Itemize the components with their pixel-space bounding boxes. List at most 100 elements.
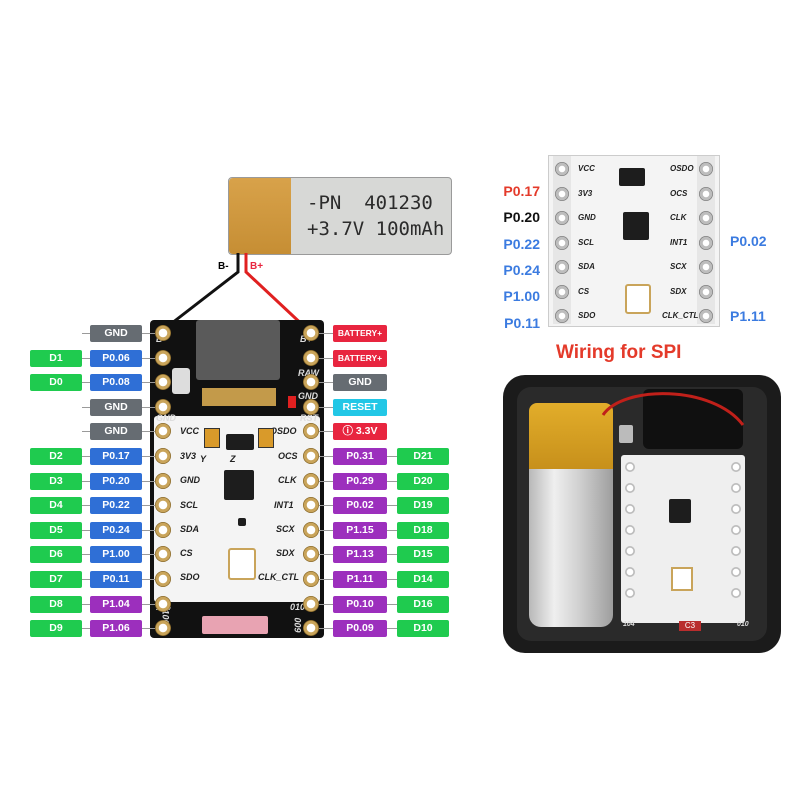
pin-label-port: GND <box>90 325 142 342</box>
board-pad-right <box>303 349 319 366</box>
pin-label-text: 3.3V <box>355 425 378 438</box>
pin-connector-line <box>319 382 333 384</box>
silk-scl: SCL <box>180 500 198 510</box>
spi-label-left: P0.20 <box>503 209 540 226</box>
capacitor-1 <box>204 428 220 448</box>
spi-pad-right <box>699 284 713 299</box>
photo-pad-left <box>625 483 635 493</box>
photo-button <box>619 425 633 443</box>
spi-crystal <box>625 284 651 314</box>
pin-label-port: P0.17 <box>90 448 142 465</box>
pin-label-port: P1.11 <box>333 571 387 588</box>
pin-connector-line <box>82 333 90 334</box>
photo-pad-right <box>731 588 741 598</box>
pin-label-digital: D1 <box>30 349 82 367</box>
photo-label-104: 104 <box>623 621 635 628</box>
silk-rst: RST <box>300 413 318 423</box>
battery-tape <box>229 178 291 254</box>
pin-connector-line <box>387 554 397 556</box>
pin-connector-line <box>82 431 90 433</box>
spi-pad-left <box>555 284 569 299</box>
silk-int1: INT1 <box>274 500 294 510</box>
spi-label-left: P0.22 <box>503 235 540 252</box>
spi-silk-right: SDX <box>670 286 687 296</box>
board-pad-right <box>303 325 319 341</box>
reset-button[interactable] <box>172 368 190 394</box>
pin-connector-line <box>319 529 333 531</box>
pin-label-port: ⓘ 3.3V <box>333 423 387 441</box>
pin-connector-line <box>82 603 90 605</box>
spi-silk-left: SDA <box>578 262 595 271</box>
board-pad-left <box>155 349 171 366</box>
pin-label-port: P1.04 <box>90 595 142 613</box>
spi-silk-right: CLK <box>670 213 687 222</box>
pin-label-port: P0.11 <box>90 571 142 588</box>
lipo-cell <box>529 403 613 627</box>
axis-y-label: Y <box>200 454 207 464</box>
pin-label-digital: D15 <box>397 546 449 564</box>
photo-pad-left <box>625 546 635 556</box>
spi-imu-chip <box>623 212 649 240</box>
photo-label-010: 010 <box>737 621 749 628</box>
pin-label-digital: D21 <box>397 448 449 465</box>
spi-silk-right: INT1 <box>670 237 688 247</box>
spi-pad-right <box>699 186 713 201</box>
spi-pad-right <box>699 309 713 323</box>
pin-connector-line <box>142 529 155 531</box>
spi-label-left: P0.24 <box>503 261 540 278</box>
spi-pad-left <box>555 162 569 176</box>
photo-pad-left <box>625 504 635 514</box>
pin-connector-line <box>387 480 397 482</box>
photo-pad-right <box>731 567 741 577</box>
imu-chip <box>224 470 254 500</box>
spi-pad-left <box>555 186 569 201</box>
board-pad-left <box>155 423 171 440</box>
board-pad-right <box>303 521 319 538</box>
photo-mcu <box>643 389 743 449</box>
pin-connector-line <box>82 554 90 556</box>
photo-pad-right <box>731 504 741 514</box>
pin-connector-line <box>142 628 155 630</box>
silk-vcc: VCC <box>180 426 200 436</box>
board-pad-left <box>155 521 171 538</box>
silk-ocs: OCS <box>278 451 298 461</box>
silk-sdx: SDX <box>276 548 295 558</box>
spi-silk-right: SCX <box>670 262 687 271</box>
photo-pad-right <box>731 483 741 493</box>
silk-sda: SDA <box>180 524 200 534</box>
pin-connector-line <box>319 406 333 408</box>
usb-c-connector <box>196 320 280 380</box>
board-pad-left <box>155 325 171 341</box>
spi-label-left: P1.00 <box>503 288 540 305</box>
pin-connector-line <box>82 579 90 580</box>
crystal <box>228 548 256 580</box>
lipo-tape <box>529 403 613 469</box>
pin-label-port: P0.29 <box>333 472 387 490</box>
small-chip <box>238 518 246 526</box>
spi-silk-left: GND <box>578 213 596 222</box>
pin-connector-line <box>387 628 397 630</box>
pin-connector-line <box>142 579 155 580</box>
spi-pad-left <box>555 309 569 323</box>
pin-connector-line <box>82 456 90 457</box>
pin-connector-line <box>142 456 155 457</box>
pin-connector-line <box>319 431 333 433</box>
battery-line2: +3.7V 100mAh <box>307 218 445 240</box>
silk-gnd-r: GND <box>298 391 318 401</box>
board-pad-left <box>155 595 171 612</box>
pin-label-port: P0.08 <box>90 374 142 392</box>
silk-scx: SCX <box>276 524 295 534</box>
pin-connector-line <box>82 505 90 507</box>
spi-silk-right: CLK_CTL <box>662 311 699 320</box>
board-pad-right <box>303 620 319 637</box>
photo-pad-right <box>731 525 741 535</box>
pin-connector-line <box>387 603 397 605</box>
pin-label-port: P1.15 <box>333 521 387 539</box>
pin-connector-line <box>319 505 333 507</box>
photo-pad-left <box>625 567 635 577</box>
board-pad-right <box>303 374 319 391</box>
photo-crystal <box>671 567 693 591</box>
photo-pad-right <box>731 546 741 556</box>
pin-connector-line <box>319 628 333 630</box>
pin-connector-line <box>142 431 155 433</box>
